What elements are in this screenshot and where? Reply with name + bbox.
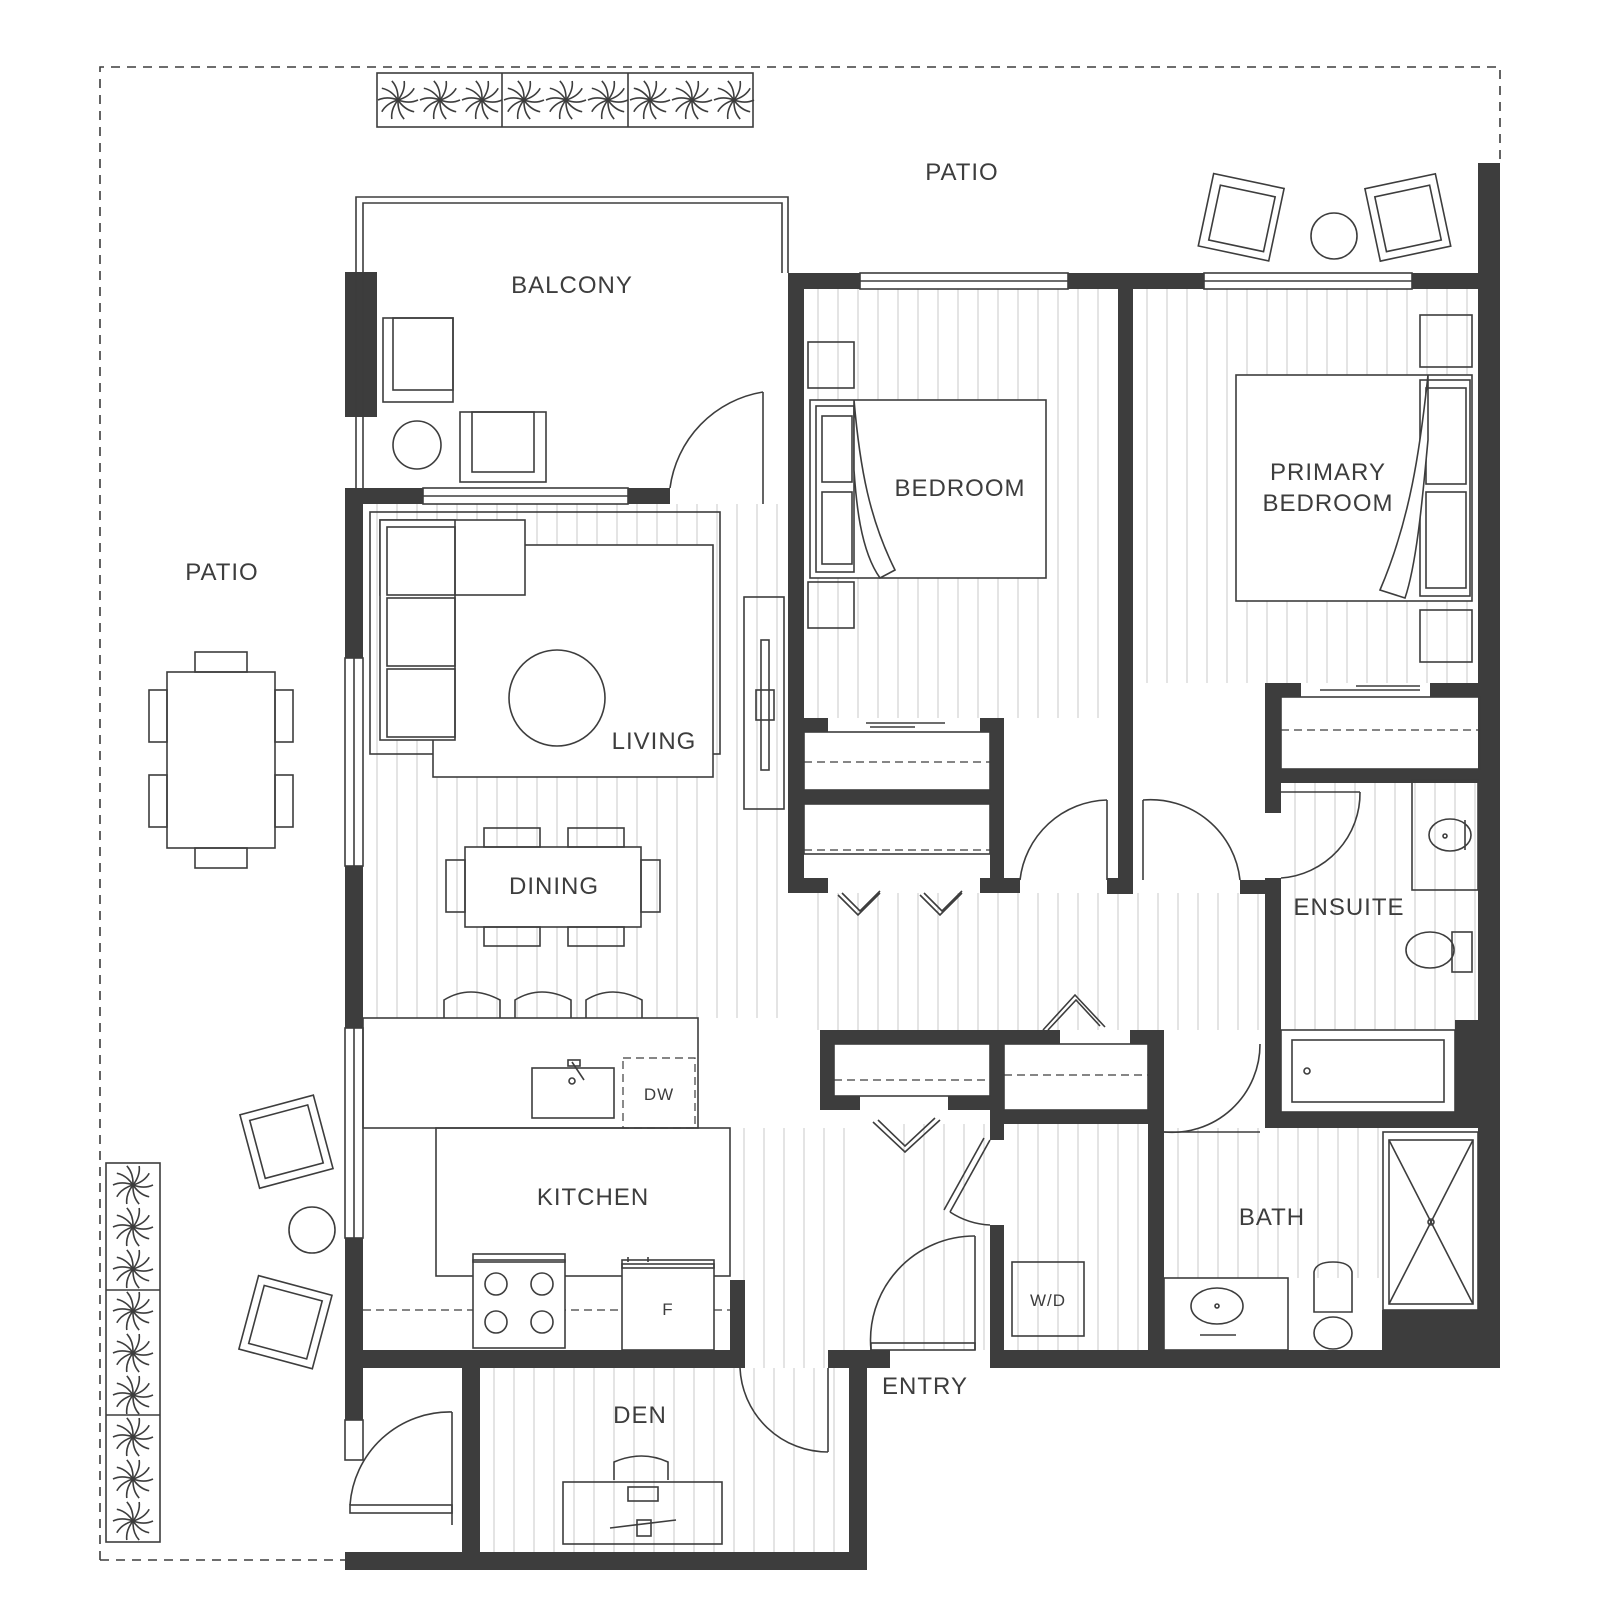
label-dining: DINING xyxy=(509,873,599,900)
label-primary-bedroom-1: PRIMARY xyxy=(1270,459,1386,486)
label-balcony: BALCONY xyxy=(511,272,633,299)
bath-fixtures xyxy=(1011,779,1479,1351)
balcony-outline xyxy=(355,196,789,488)
patio-boundary xyxy=(99,66,1501,1560)
planter-left xyxy=(105,1162,161,1543)
living-furniture xyxy=(369,511,785,810)
label-bath: BATH xyxy=(1239,1204,1305,1231)
closets xyxy=(803,685,1481,1111)
label-patio-left: PATIO xyxy=(185,559,258,586)
label-living: LIVING xyxy=(612,728,697,755)
den-furniture xyxy=(562,1455,723,1545)
label-den: DEN xyxy=(613,1402,667,1429)
label-dishwasher: DW xyxy=(644,1085,674,1104)
label-patio-top: PATIO xyxy=(925,159,998,186)
windows xyxy=(344,272,1413,1461)
patio-furniture xyxy=(148,172,1452,1370)
label-primary-bedroom-2: BEDROOM xyxy=(1262,490,1393,517)
label-ensuite: ENSUITE xyxy=(1293,894,1404,921)
label-kitchen: KITCHEN xyxy=(537,1184,649,1211)
walls xyxy=(345,163,1500,1570)
label-washer-dryer: W/D xyxy=(1030,1291,1066,1310)
label-fridge: F xyxy=(662,1300,673,1319)
kitchen-furniture xyxy=(362,1017,731,1351)
planter-top xyxy=(376,72,755,128)
doors xyxy=(349,391,1361,1525)
label-entry: ENTRY xyxy=(882,1373,968,1400)
bedroom-furniture xyxy=(807,314,1473,663)
dining-furniture xyxy=(443,827,661,1018)
label-bedroom: BEDROOM xyxy=(894,475,1025,502)
